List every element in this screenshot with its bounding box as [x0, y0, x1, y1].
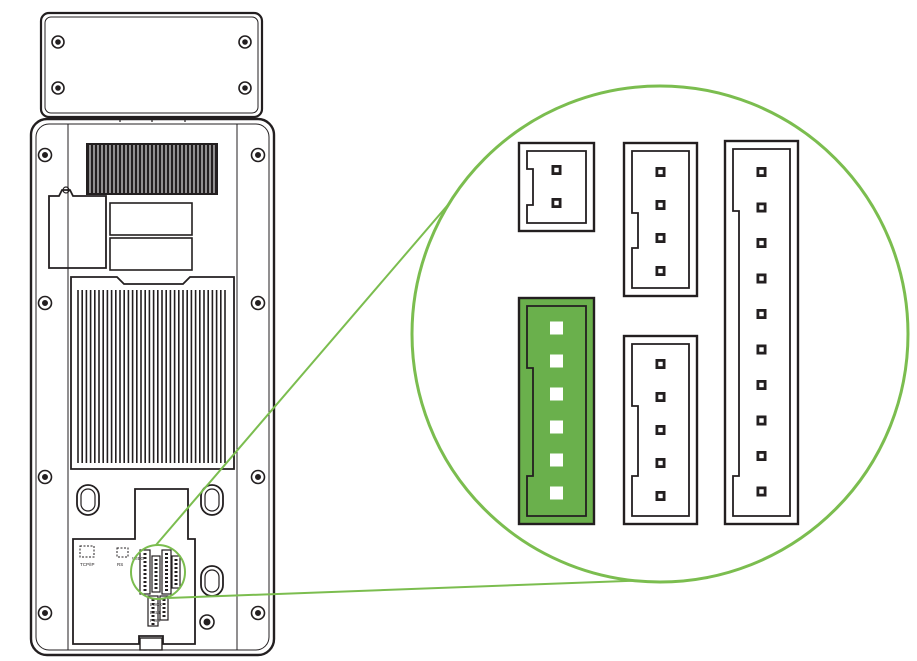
board-labels: TCP/IP RS WIEG LOCK BELL PWR	[80, 556, 162, 623]
body-screws	[37, 147, 266, 621]
pin	[550, 387, 563, 401]
callout-line-top	[155, 184, 466, 546]
device-body	[29, 117, 276, 657]
mounting-plate	[39, 11, 264, 122]
label-wieg: WIEG	[132, 556, 144, 561]
label-bell: BELL	[150, 610, 162, 615]
label-area	[48, 186, 193, 271]
plate-screws	[51, 35, 252, 95]
conn-5pin-connector	[622, 334, 699, 526]
wiring-cavity	[72, 488, 196, 651]
device-rear-view: TCP/IP RS WIEG LOCK BELL PWR	[29, 11, 276, 657]
label-lock: LOCK	[150, 602, 162, 607]
label-tcpip: TCP/IP	[80, 562, 95, 567]
conn-4pin-connector	[622, 141, 699, 298]
pin	[550, 321, 563, 335]
conn-10pin-connector	[723, 139, 800, 526]
label-rs: RS	[117, 562, 123, 567]
pin	[550, 420, 563, 434]
speaker-grille	[86, 143, 218, 195]
pin	[550, 486, 563, 500]
label-pwr: PWR	[150, 618, 161, 623]
pin	[550, 453, 563, 467]
conn-6pin-green-connector	[517, 296, 596, 526]
callout-small-circle	[130, 544, 186, 600]
zoomed-connectors	[517, 139, 800, 526]
heat-sink	[70, 276, 235, 470]
callout-line-bottom	[167, 577, 709, 599]
conn-2pin-connector	[517, 141, 596, 233]
pin	[550, 354, 563, 368]
